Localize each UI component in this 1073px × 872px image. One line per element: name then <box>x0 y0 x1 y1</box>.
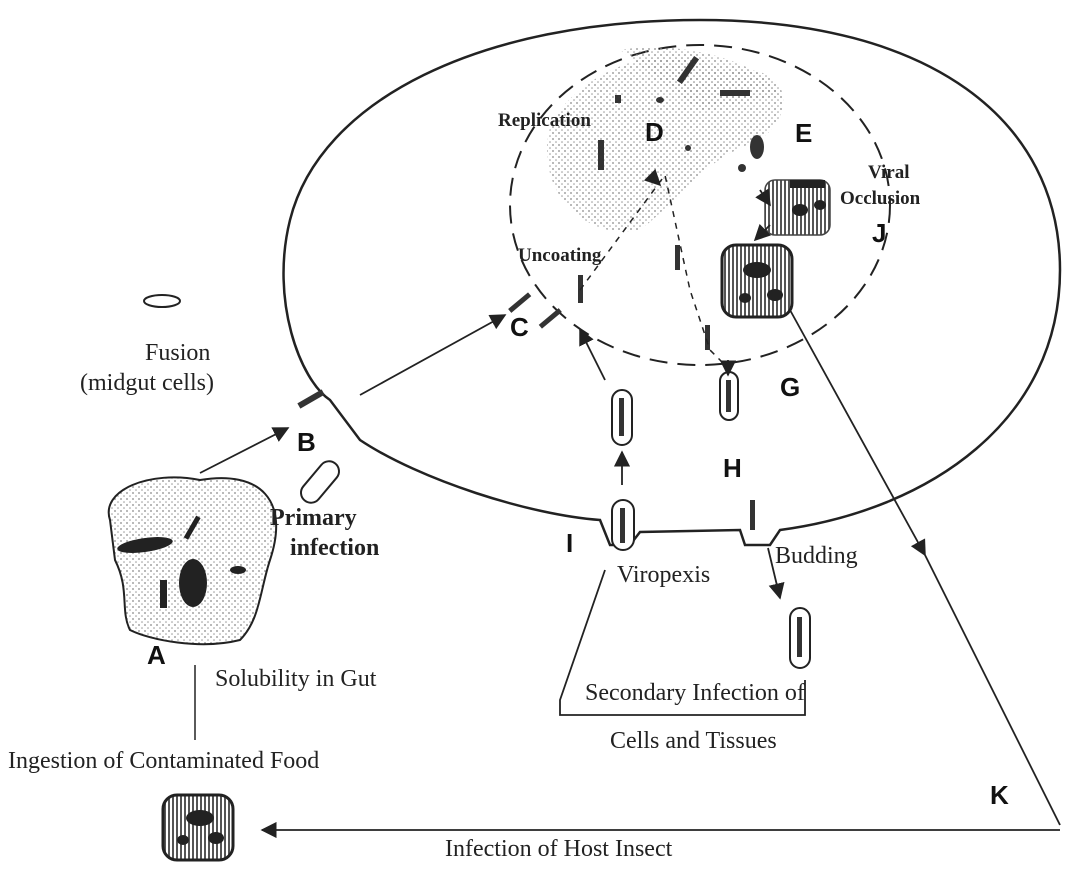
letter-c: C <box>510 312 529 343</box>
arrow-to-k <box>790 310 925 555</box>
label-viral: Viral <box>868 162 910 184</box>
label-secondary-line2: Cells and Tissues <box>610 728 777 755</box>
letter-j: J <box>872 218 886 249</box>
label-viropexis: Viropexis <box>617 562 710 589</box>
label-fusion: Fusion <box>145 340 210 367</box>
letter-h: H <box>723 453 742 484</box>
label-budding: Budding <box>775 543 858 570</box>
label-ingestion: Ingestion of Contaminated Food <box>8 748 319 775</box>
letter-d: D <box>645 117 664 148</box>
ingested-occlusion-body <box>163 795 233 860</box>
letter-k: K <box>990 780 1009 811</box>
label-infection: infection <box>290 535 379 562</box>
label-replication: Replication <box>498 110 591 132</box>
letter-a: A <box>147 640 166 671</box>
arrow-b-to-c <box>360 315 505 395</box>
arrow-viropexis-to-c <box>580 330 605 380</box>
label-solubility: Solubility in Gut <box>215 666 376 693</box>
label-uncoating: Uncoating <box>518 245 601 267</box>
letter-b: B <box>297 427 316 458</box>
arrow-a-to-b <box>200 428 288 473</box>
label-occlusion: Occlusion <box>840 188 920 210</box>
label-midgut-cells: (midgut cells) <box>80 370 214 397</box>
letter-i: I <box>566 528 573 559</box>
label-secondary-line1: Secondary Infection of <box>585 680 805 707</box>
label-infection-host: Infection of Host Insect <box>445 836 672 863</box>
enveloped-virions <box>297 372 810 668</box>
fusion-vesicle <box>144 295 180 307</box>
label-primary: Primary <box>270 505 357 532</box>
mature-occlusion-body <box>722 245 792 317</box>
letter-g: G <box>780 372 800 403</box>
letter-e: E <box>795 118 812 149</box>
